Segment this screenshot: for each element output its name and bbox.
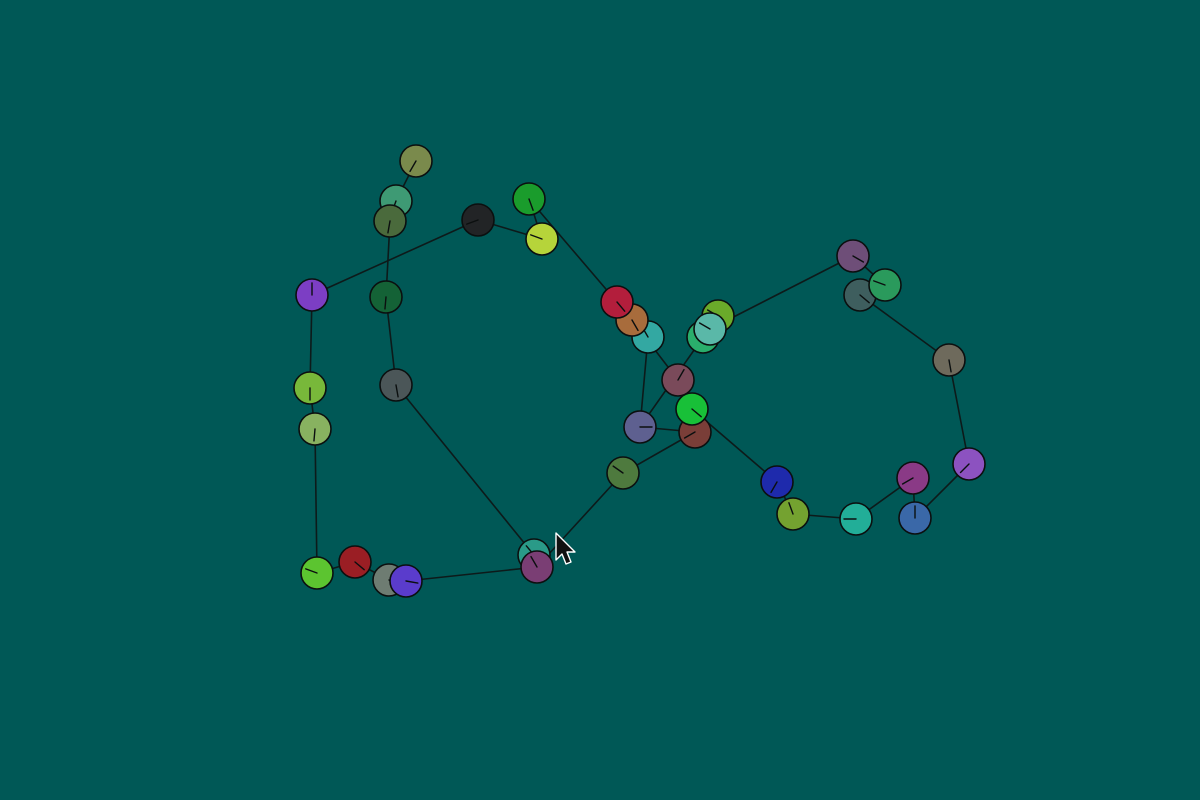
node-spoke [948,359,952,373]
edge-n7-n8 [536,472,624,568]
node-spoke [698,322,711,330]
node-spoke [677,368,685,381]
node-n3[interactable] [373,204,407,238]
node-spoke [384,296,387,310]
node-n37[interactable] [868,268,902,302]
node-spoke [873,280,886,286]
node-n32[interactable] [898,501,932,535]
edge-n35-n34 [948,359,970,465]
node-spoke [788,502,794,515]
node-n33[interactable] [896,461,930,495]
node-n13[interactable] [600,285,634,319]
node-n36[interactable] [843,278,877,312]
node-n30[interactable] [776,497,810,531]
node-n17[interactable] [295,278,329,312]
node-spoke [852,255,865,263]
node-n23[interactable] [389,564,423,598]
node-n7[interactable] [520,550,554,584]
node-n8[interactable] [606,456,640,490]
node-n28[interactable] [675,392,709,426]
edge-n5-n6 [395,384,535,556]
node-spoke [387,220,391,234]
edge-n23-n7 [405,566,538,582]
node-spoke [683,431,696,439]
node-n20[interactable] [300,556,334,590]
node-spoke [405,580,419,584]
edge-n16-n17 [311,219,479,296]
node-spoke [859,294,870,304]
node-n34[interactable] [952,447,986,481]
node-spoke [631,319,639,332]
node-n31[interactable] [839,502,873,536]
node-n1[interactable] [399,144,433,178]
node-spoke [612,465,624,474]
node-spoke [770,481,778,494]
node-spoke [466,219,479,225]
node-spoke [530,555,538,568]
node-spoke [409,160,417,173]
node-n4[interactable] [369,280,403,314]
node-n26[interactable] [693,312,727,346]
node-n38[interactable] [836,239,870,273]
node-spoke [616,301,626,312]
node-spoke [395,384,399,398]
node-n29[interactable] [760,465,794,499]
node-n18[interactable] [293,371,327,405]
node-spoke [691,408,702,418]
node-spoke [305,568,318,574]
node-n5[interactable] [379,368,413,402]
node-spoke [901,477,914,485]
node-n14[interactable] [512,182,546,216]
node-n15[interactable] [525,222,559,256]
node-spoke [528,198,534,211]
node-n10[interactable] [623,410,657,444]
node-n19[interactable] [298,412,332,446]
node-n35[interactable] [932,343,966,377]
node-n27[interactable] [661,363,695,397]
node-spoke [959,463,970,474]
edge-n36-n35 [859,294,950,361]
edge-n13-n14 [528,198,618,303]
node-spoke [530,234,543,240]
node-layer [293,144,986,598]
edge-n19-n20 [314,428,318,574]
node-n16[interactable] [461,203,495,237]
node-spoke [354,561,365,571]
node-n21[interactable] [338,545,372,579]
node-spoke [313,428,316,442]
mouse-pointer-icon [555,532,576,565]
